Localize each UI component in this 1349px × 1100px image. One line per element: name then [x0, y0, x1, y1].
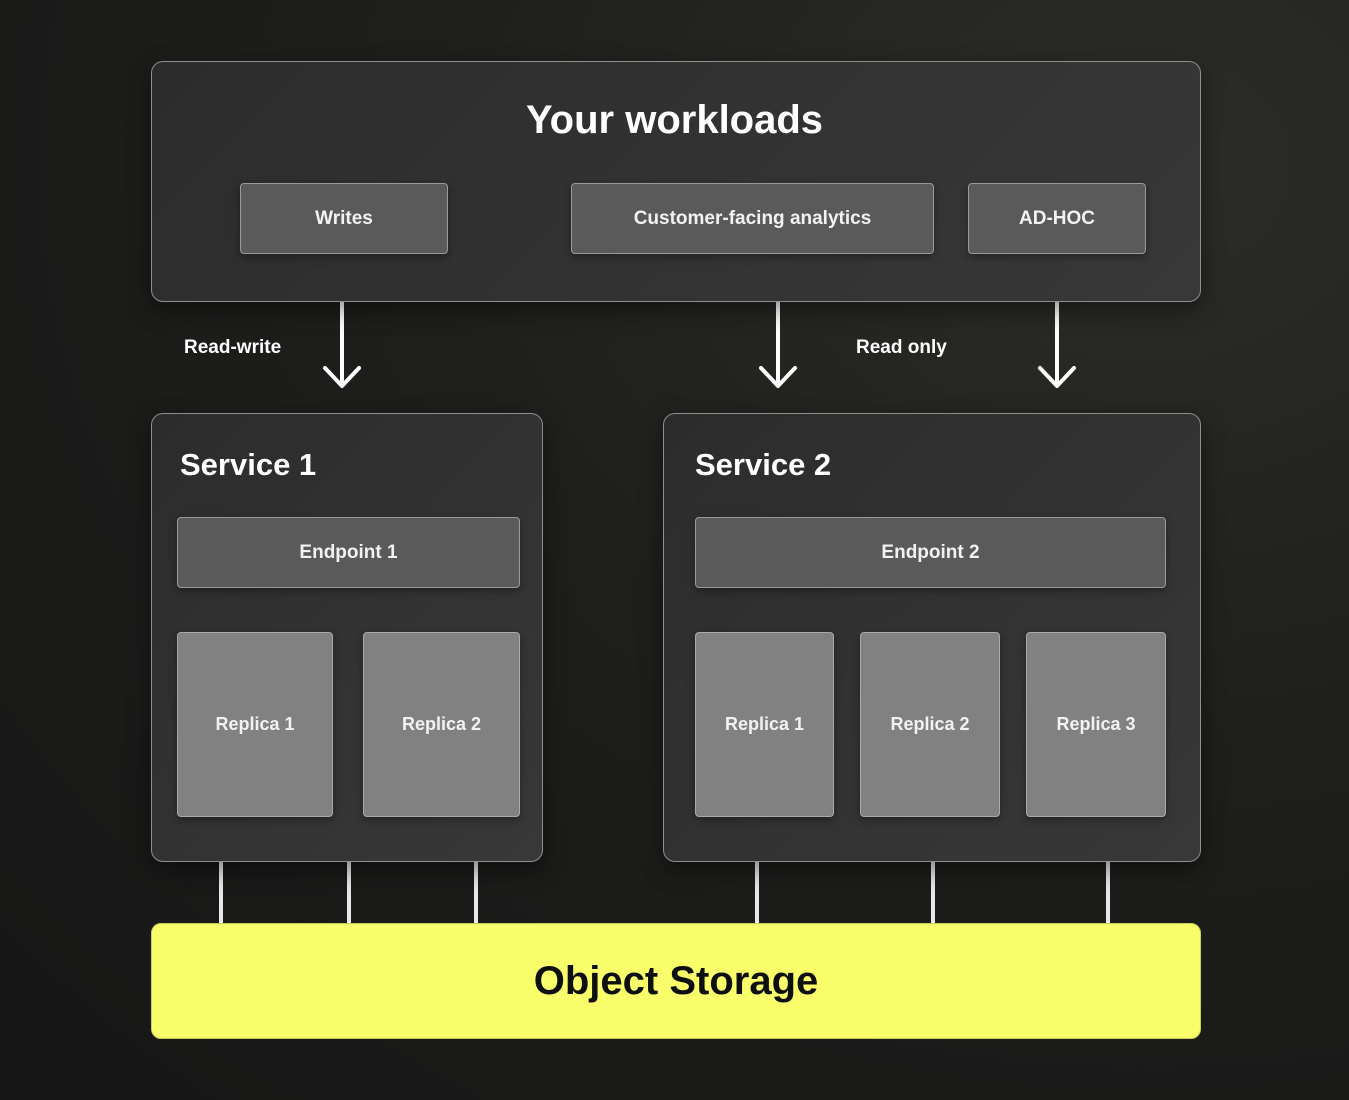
service-1-replica-1: Replica 1: [177, 632, 333, 817]
storage-links: [219, 862, 1110, 924]
workloads-panel: [151, 61, 1201, 302]
object-storage: Object Storage: [151, 923, 1201, 1039]
workloads-title: Your workloads: [525, 98, 824, 142]
service-2-replica-1: Replica 1: [695, 632, 834, 817]
workload-customer-facing-analytics: Customer-facing analytics: [571, 183, 934, 254]
workload-writes: Writes: [240, 183, 448, 254]
edge-label-read-only: Read only: [856, 337, 947, 358]
service-2-title: Service 2: [695, 447, 832, 482]
service-2-replica-3: Replica 3: [1026, 632, 1166, 817]
service-2-replica-2: Replica 2: [860, 632, 1000, 817]
edge-label-read-write: Read-write: [184, 337, 282, 358]
service-1-title: Service 1: [180, 447, 317, 482]
service-2-endpoint: Endpoint 2: [695, 517, 1166, 588]
service-1-replica-2: Replica 2: [363, 632, 520, 817]
workload-ad-hoc: AD-HOC: [968, 183, 1146, 254]
service-1-endpoint: Endpoint 1: [177, 517, 520, 588]
